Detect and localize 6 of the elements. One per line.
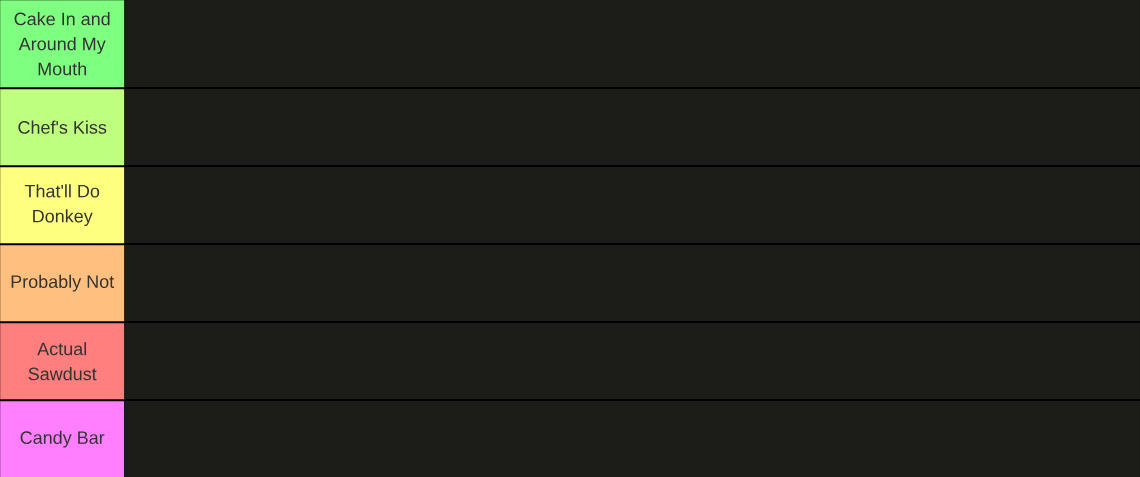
tier-label: Candy Bar <box>0 401 125 477</box>
tier-label: Chef's Kiss <box>0 89 125 166</box>
tier-label: Actual Sawdust <box>0 323 125 400</box>
tier-label: Cake In and Around My Mouth <box>0 0 125 88</box>
tier-label: Probably Not <box>0 245 125 322</box>
tier-label: That'll Do Donkey <box>0 167 125 244</box>
